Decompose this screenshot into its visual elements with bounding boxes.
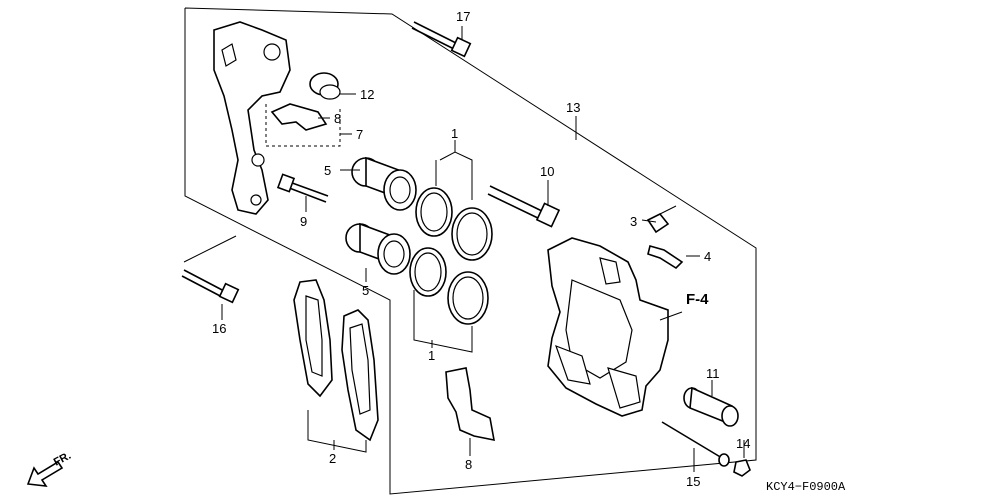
callout-7: 7 <box>356 127 363 142</box>
pin-boot <box>309 72 341 100</box>
caliper-body <box>547 237 669 417</box>
caliper-pin <box>683 386 739 427</box>
callout-labels: 17 12 8 7 5 9 1 10 13 3 4 F-4 11 14 15 5… <box>212 9 750 489</box>
pad-spring-upper <box>270 103 328 131</box>
callout-4: 4 <box>704 249 711 264</box>
brake-pad-inner <box>341 309 379 442</box>
piston-seals <box>409 187 493 325</box>
callout-9: 9 <box>300 214 307 229</box>
mounting-bolt <box>181 269 240 304</box>
callout-17: 17 <box>456 9 470 24</box>
bleeder-valve <box>646 205 677 234</box>
callout-16: 16 <box>212 321 226 336</box>
callout-1-upper: 1 <box>451 126 458 141</box>
drawing-code: KCY4−F0900A <box>766 480 846 494</box>
arrow-down-left-icon: FR. <box>26 450 73 487</box>
caliper-bolt <box>487 185 561 228</box>
callout-2: 2 <box>329 451 336 466</box>
callout-5-lower: 5 <box>362 283 369 298</box>
brake-pad-outer <box>293 279 333 398</box>
callout-10: 10 <box>540 164 554 179</box>
pad-spring-lower <box>445 367 495 442</box>
caliper-assembly-outline <box>184 7 757 495</box>
callout-1-lower: 1 <box>428 348 435 363</box>
callout-14: 14 <box>736 436 750 451</box>
pin-bolt <box>276 173 329 203</box>
bracket-bolt <box>411 21 472 58</box>
bleeder-cap <box>647 245 684 270</box>
pin-nut <box>733 459 751 477</box>
caliper-bracket <box>213 21 291 215</box>
callout-12: 12 <box>360 87 374 102</box>
direction-label: FR. <box>52 450 73 469</box>
piston-upper <box>351 156 417 211</box>
callout-15: 15 <box>686 474 700 489</box>
callout-3: 3 <box>630 214 637 229</box>
pad-pin <box>661 421 730 467</box>
reference-label: F-4 <box>686 291 709 308</box>
callout-11: 11 <box>706 366 720 381</box>
callout-5-upper: 5 <box>324 163 331 178</box>
piston-lower <box>345 222 411 275</box>
callout-13: 13 <box>566 100 580 115</box>
callout-8-upper: 8 <box>334 111 341 126</box>
callout-8-lower: 8 <box>465 457 472 472</box>
leader-lines <box>183 26 745 472</box>
